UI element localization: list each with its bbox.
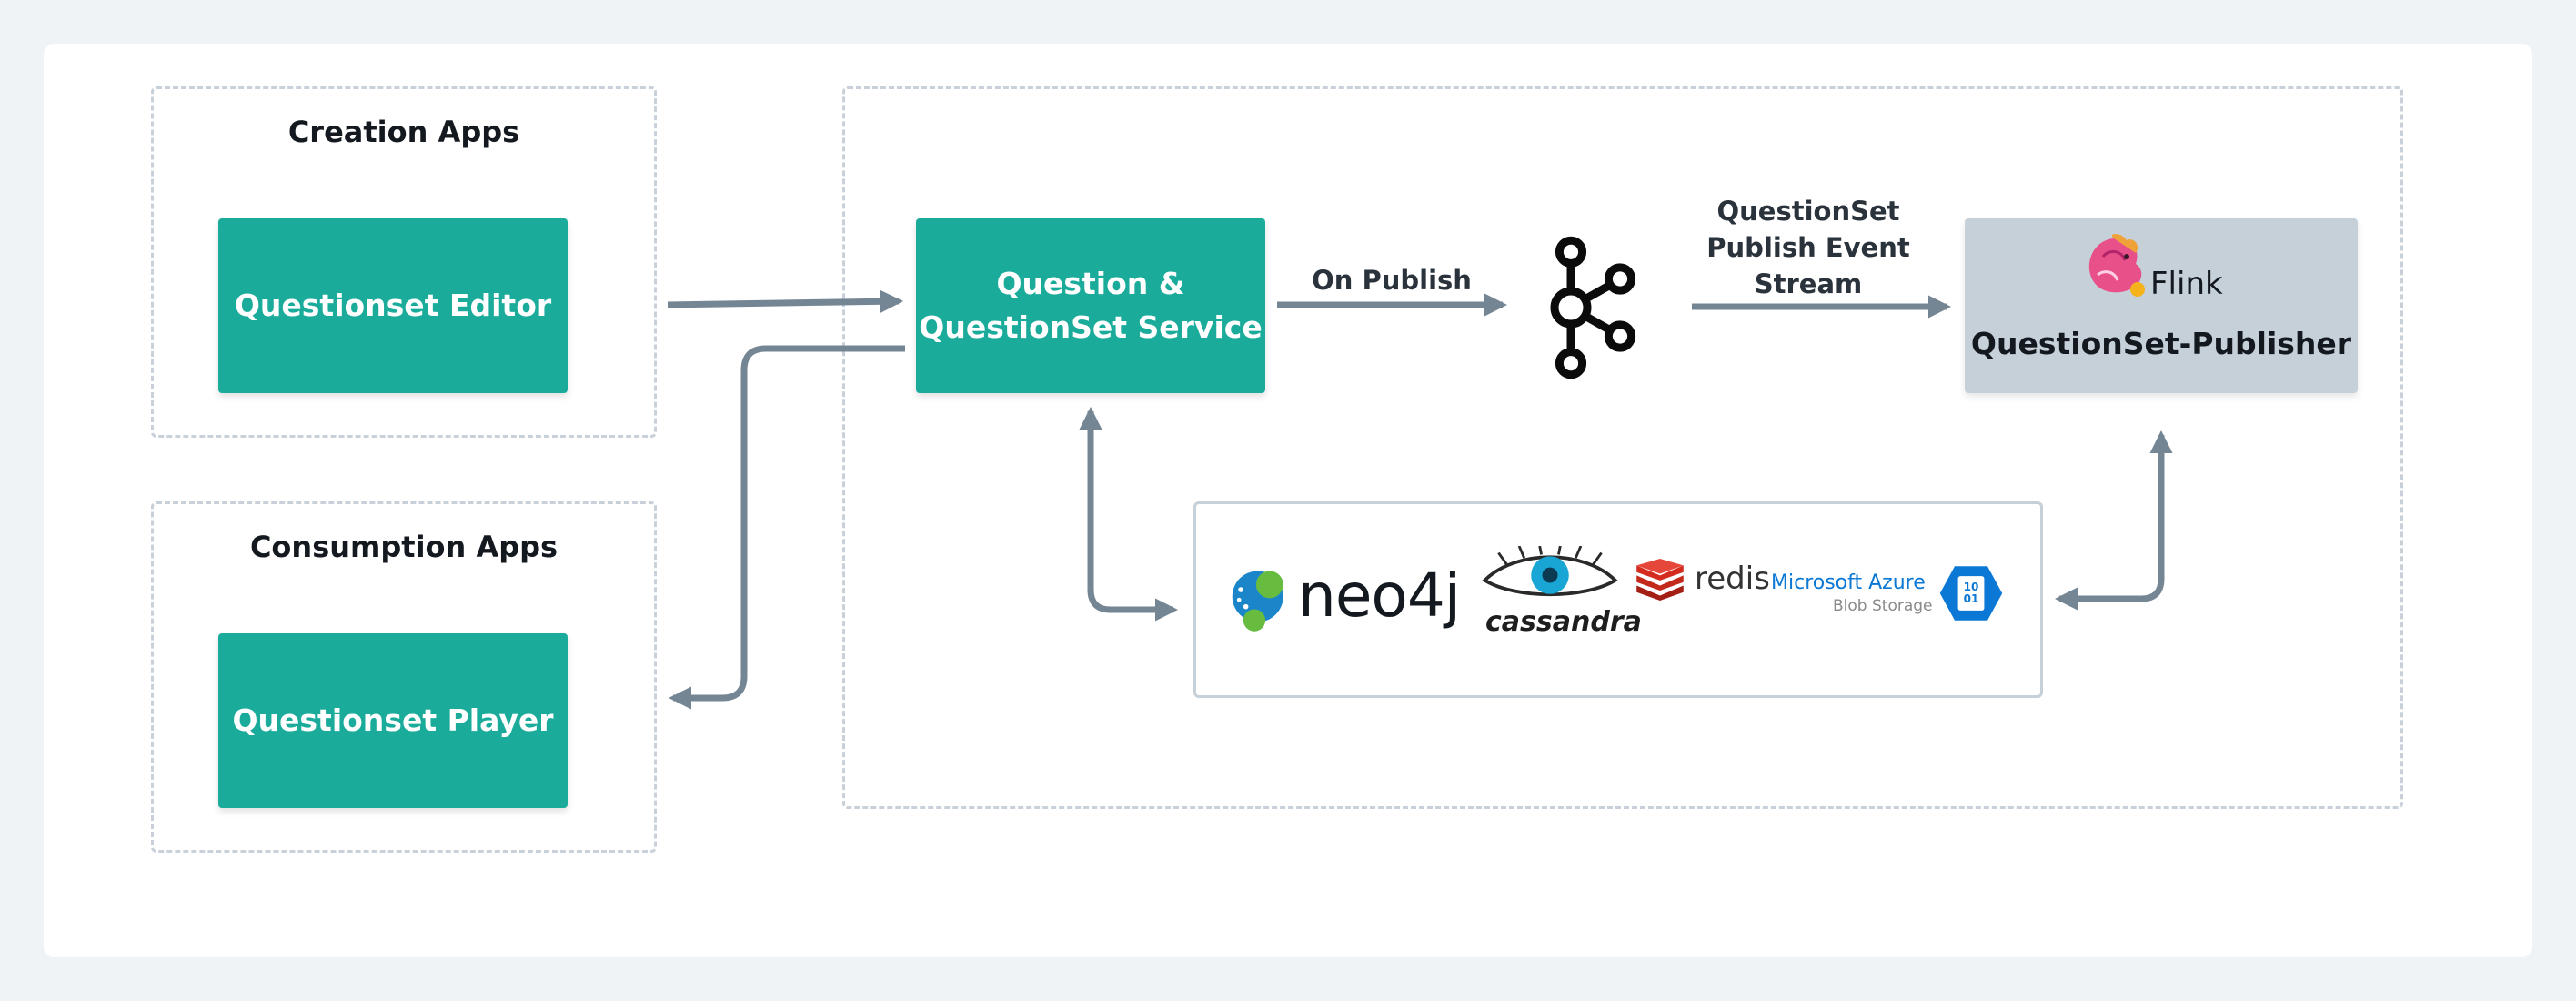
questionset-publisher-box[interactable]: Flink QuestionSet-Publisher <box>1965 218 2358 393</box>
questionset-player-box[interactable]: Questionset Player <box>218 633 568 808</box>
arrow-service-to-player <box>668 345 905 710</box>
event-stream-line1: QuestionSet <box>1716 196 1900 227</box>
question-service-line1: Question & <box>996 266 1185 302</box>
cassandra-eye-icon <box>1482 546 1618 597</box>
creation-apps-title: Creation Apps <box>287 115 520 149</box>
arrow-service-stores <box>1079 406 1179 622</box>
data-stores-box: neo4j cassandra redis Microsoft Azure Bl… <box>1193 501 2043 698</box>
consumption-apps-group: Consumption Apps <box>151 501 657 853</box>
platform-group <box>842 86 2403 809</box>
questionset-editor-label: Questionset Editor <box>234 288 552 324</box>
creation-apps-group: Creation Apps <box>151 86 657 438</box>
azure-subtext: Blob Storage <box>1833 597 1933 615</box>
flink-squirrel-icon <box>2088 234 2145 297</box>
event-stream-line2: Publish Event <box>1706 232 1910 264</box>
on-publish-label: On Publish <box>1312 265 1472 296</box>
neo4j-text: neo4j <box>1298 561 1461 631</box>
azure-blob-icon <box>1939 566 2003 621</box>
arrow-publisher-stores <box>2054 430 2173 611</box>
questionset-player-label: Questionset Player <box>232 703 554 739</box>
question-service-box[interactable]: Question & QuestionSet Service <box>916 218 1265 393</box>
event-stream-line3: Stream <box>1754 268 1863 300</box>
consumption-apps-title: Consumption Apps <box>249 530 558 564</box>
azure-text: Microsoft Azure <box>1771 571 1926 594</box>
arrow-editor-to-service <box>667 289 904 313</box>
redis-cube-icon <box>1636 559 1684 601</box>
questionset-editor-box[interactable]: Questionset Editor <box>218 218 568 393</box>
event-stream-label: QuestionSet Publish Event Stream <box>1681 193 1936 302</box>
kafka-icon <box>1550 236 1636 379</box>
cassandra-text: cassandra <box>1485 606 1642 638</box>
flink-label: Flink <box>2150 266 2223 302</box>
azure-blob-bits: 10 01 <box>1963 581 1979 605</box>
neo4j-logo-icon <box>1232 571 1283 632</box>
questionset-publisher-label: QuestionSet-Publisher <box>1970 326 2352 361</box>
redis-text: redis <box>1695 561 1770 597</box>
question-service-line2: QuestionSet Service <box>919 309 1263 345</box>
